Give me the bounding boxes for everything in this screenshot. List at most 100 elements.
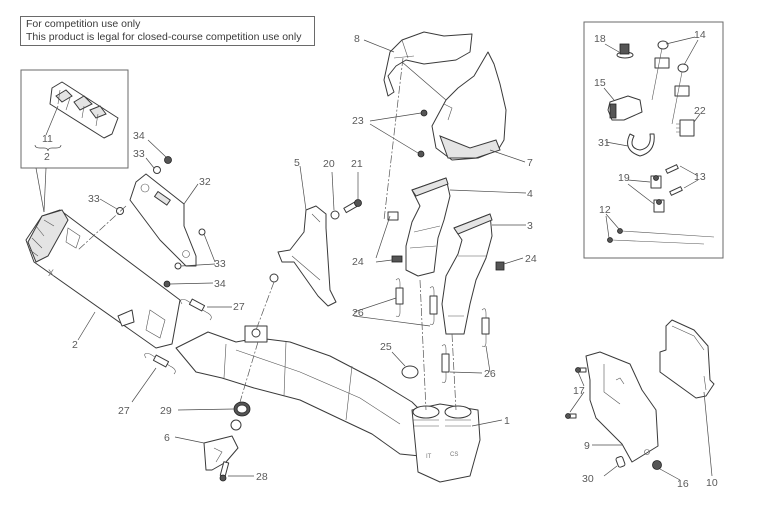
rubber-plug-25[interactable] — [401, 365, 419, 379]
leader-34-top — [147, 139, 167, 158]
screw-13-b[interactable] — [669, 186, 683, 196]
callout-17: 17 — [573, 385, 585, 397]
screw-28[interactable] — [219, 461, 230, 482]
bracket-6[interactable] — [203, 435, 239, 471]
callout-15: 15 — [594, 77, 606, 89]
callout-33-right: 33 — [214, 258, 226, 270]
screw-17-a[interactable] — [575, 367, 587, 373]
clip-24-right[interactable] — [495, 261, 505, 271]
screw-23-upper[interactable] — [420, 109, 428, 117]
leader-32 — [183, 183, 199, 205]
leader-29 — [177, 408, 235, 411]
spring-27-upper[interactable] — [180, 298, 212, 321]
spring-27-lower[interactable] — [144, 353, 176, 375]
screw-13-a[interactable] — [665, 164, 679, 174]
link-line — [401, 61, 447, 101]
bracket-5[interactable] — [277, 205, 337, 307]
callout-28: 28 — [256, 471, 268, 483]
leader-16 — [659, 468, 681, 481]
manifold-pipe-4[interactable] — [387, 177, 451, 277]
collector[interactable]: IT CS — [411, 403, 481, 483]
callout-8: 8 — [354, 33, 360, 45]
callout-10: 10 — [706, 477, 718, 489]
callout-3: 3 — [527, 220, 533, 232]
callout-19: 19 — [618, 172, 630, 184]
competition-notice: For competition use only This product is… — [20, 16, 315, 46]
spring-26-left[interactable] — [395, 278, 404, 317]
callout-31: 31 — [598, 137, 610, 149]
washer-20[interactable] — [330, 210, 340, 220]
spring-26-right[interactable] — [481, 308, 490, 347]
hose-clamp-31[interactable] — [627, 133, 655, 157]
leader-15 — [603, 87, 615, 101]
axis-line — [77, 205, 127, 251]
washer-33-lower[interactable] — [174, 262, 182, 270]
inset-frame — [20, 69, 129, 169]
screw-34-lower[interactable] — [163, 280, 171, 288]
end-cap-inset: 11 2 — [20, 69, 129, 213]
leader-2 — [77, 311, 96, 341]
bolt-21[interactable] — [343, 199, 362, 214]
leader-18 — [604, 43, 620, 53]
leader-1 — [471, 419, 503, 427]
callout-22: 22 — [694, 105, 706, 117]
callout-1: 1 — [504, 415, 510, 427]
header-pipe[interactable] — [175, 325, 437, 457]
grommet[interactable] — [269, 273, 279, 283]
nut-16[interactable] — [652, 460, 662, 470]
washer-33-right[interactable] — [198, 228, 206, 236]
spring-26-lower[interactable] — [441, 344, 450, 383]
heat-shield[interactable] — [129, 173, 197, 267]
spacer-30[interactable] — [615, 455, 626, 468]
washer-6[interactable] — [230, 419, 242, 431]
washer-33-top[interactable] — [153, 166, 161, 174]
callout-4: 4 — [527, 188, 533, 200]
connector-15[interactable] — [607, 95, 643, 121]
axis-line — [383, 57, 404, 221]
cable-tie-mount-14-b[interactable] — [671, 63, 690, 125]
callout-27-lower: 27 — [118, 405, 130, 417]
callout-12: 12 — [599, 204, 611, 216]
leader-5 — [299, 165, 307, 211]
clamp-19-b[interactable] — [653, 199, 665, 213]
manifold-pipe-3[interactable] — [441, 213, 493, 335]
leader-13 — [679, 165, 699, 189]
callout-33-top: 33 — [133, 148, 145, 160]
callout-32: 32 — [199, 176, 211, 188]
leader-7 — [489, 149, 526, 163]
leader-14 — [665, 36, 699, 66]
end-cap-part[interactable] — [49, 81, 119, 139]
cable-tie-mount-14-a[interactable] — [651, 40, 670, 101]
callout-29: 29 — [160, 405, 172, 417]
push-rivet-18[interactable] — [616, 43, 634, 59]
callout-14: 14 — [694, 29, 706, 41]
cable-tie-12-b[interactable] — [607, 237, 705, 245]
rubber-mount-29[interactable] — [233, 401, 251, 417]
cable-tie-12-a[interactable] — [617, 228, 715, 238]
nut-34-top[interactable] — [164, 156, 172, 164]
spring-26-mid[interactable] — [429, 286, 438, 325]
callout-26-upper: 26 — [352, 307, 364, 319]
clamp-19-a[interactable] — [650, 175, 662, 189]
leader-11 — [45, 105, 59, 136]
leader-24-left — [375, 215, 393, 263]
axis-line — [255, 281, 275, 331]
fuse-22[interactable] — [676, 119, 695, 137]
callout-25: 25 — [380, 341, 392, 353]
screw-23-lower[interactable] — [417, 150, 425, 158]
silencer[interactable]: X — [25, 209, 181, 349]
accessory-kit-frame — [583, 21, 724, 259]
callout-24-left: 24 — [352, 256, 364, 268]
heat-cover-10[interactable] — [659, 319, 715, 399]
axis-line — [451, 333, 457, 411]
callout-18: 18 — [594, 33, 606, 45]
leader-34-lower — [169, 282, 214, 285]
axis-line — [419, 279, 427, 411]
bracket-9[interactable] — [585, 351, 659, 463]
callout-11: 11 — [42, 133, 53, 145]
lower-shield-7[interactable] — [431, 51, 507, 161]
callout-20: 20 — [323, 158, 335, 170]
upper-shield-8[interactable] — [383, 31, 473, 97]
screw-17-b[interactable] — [565, 413, 577, 419]
